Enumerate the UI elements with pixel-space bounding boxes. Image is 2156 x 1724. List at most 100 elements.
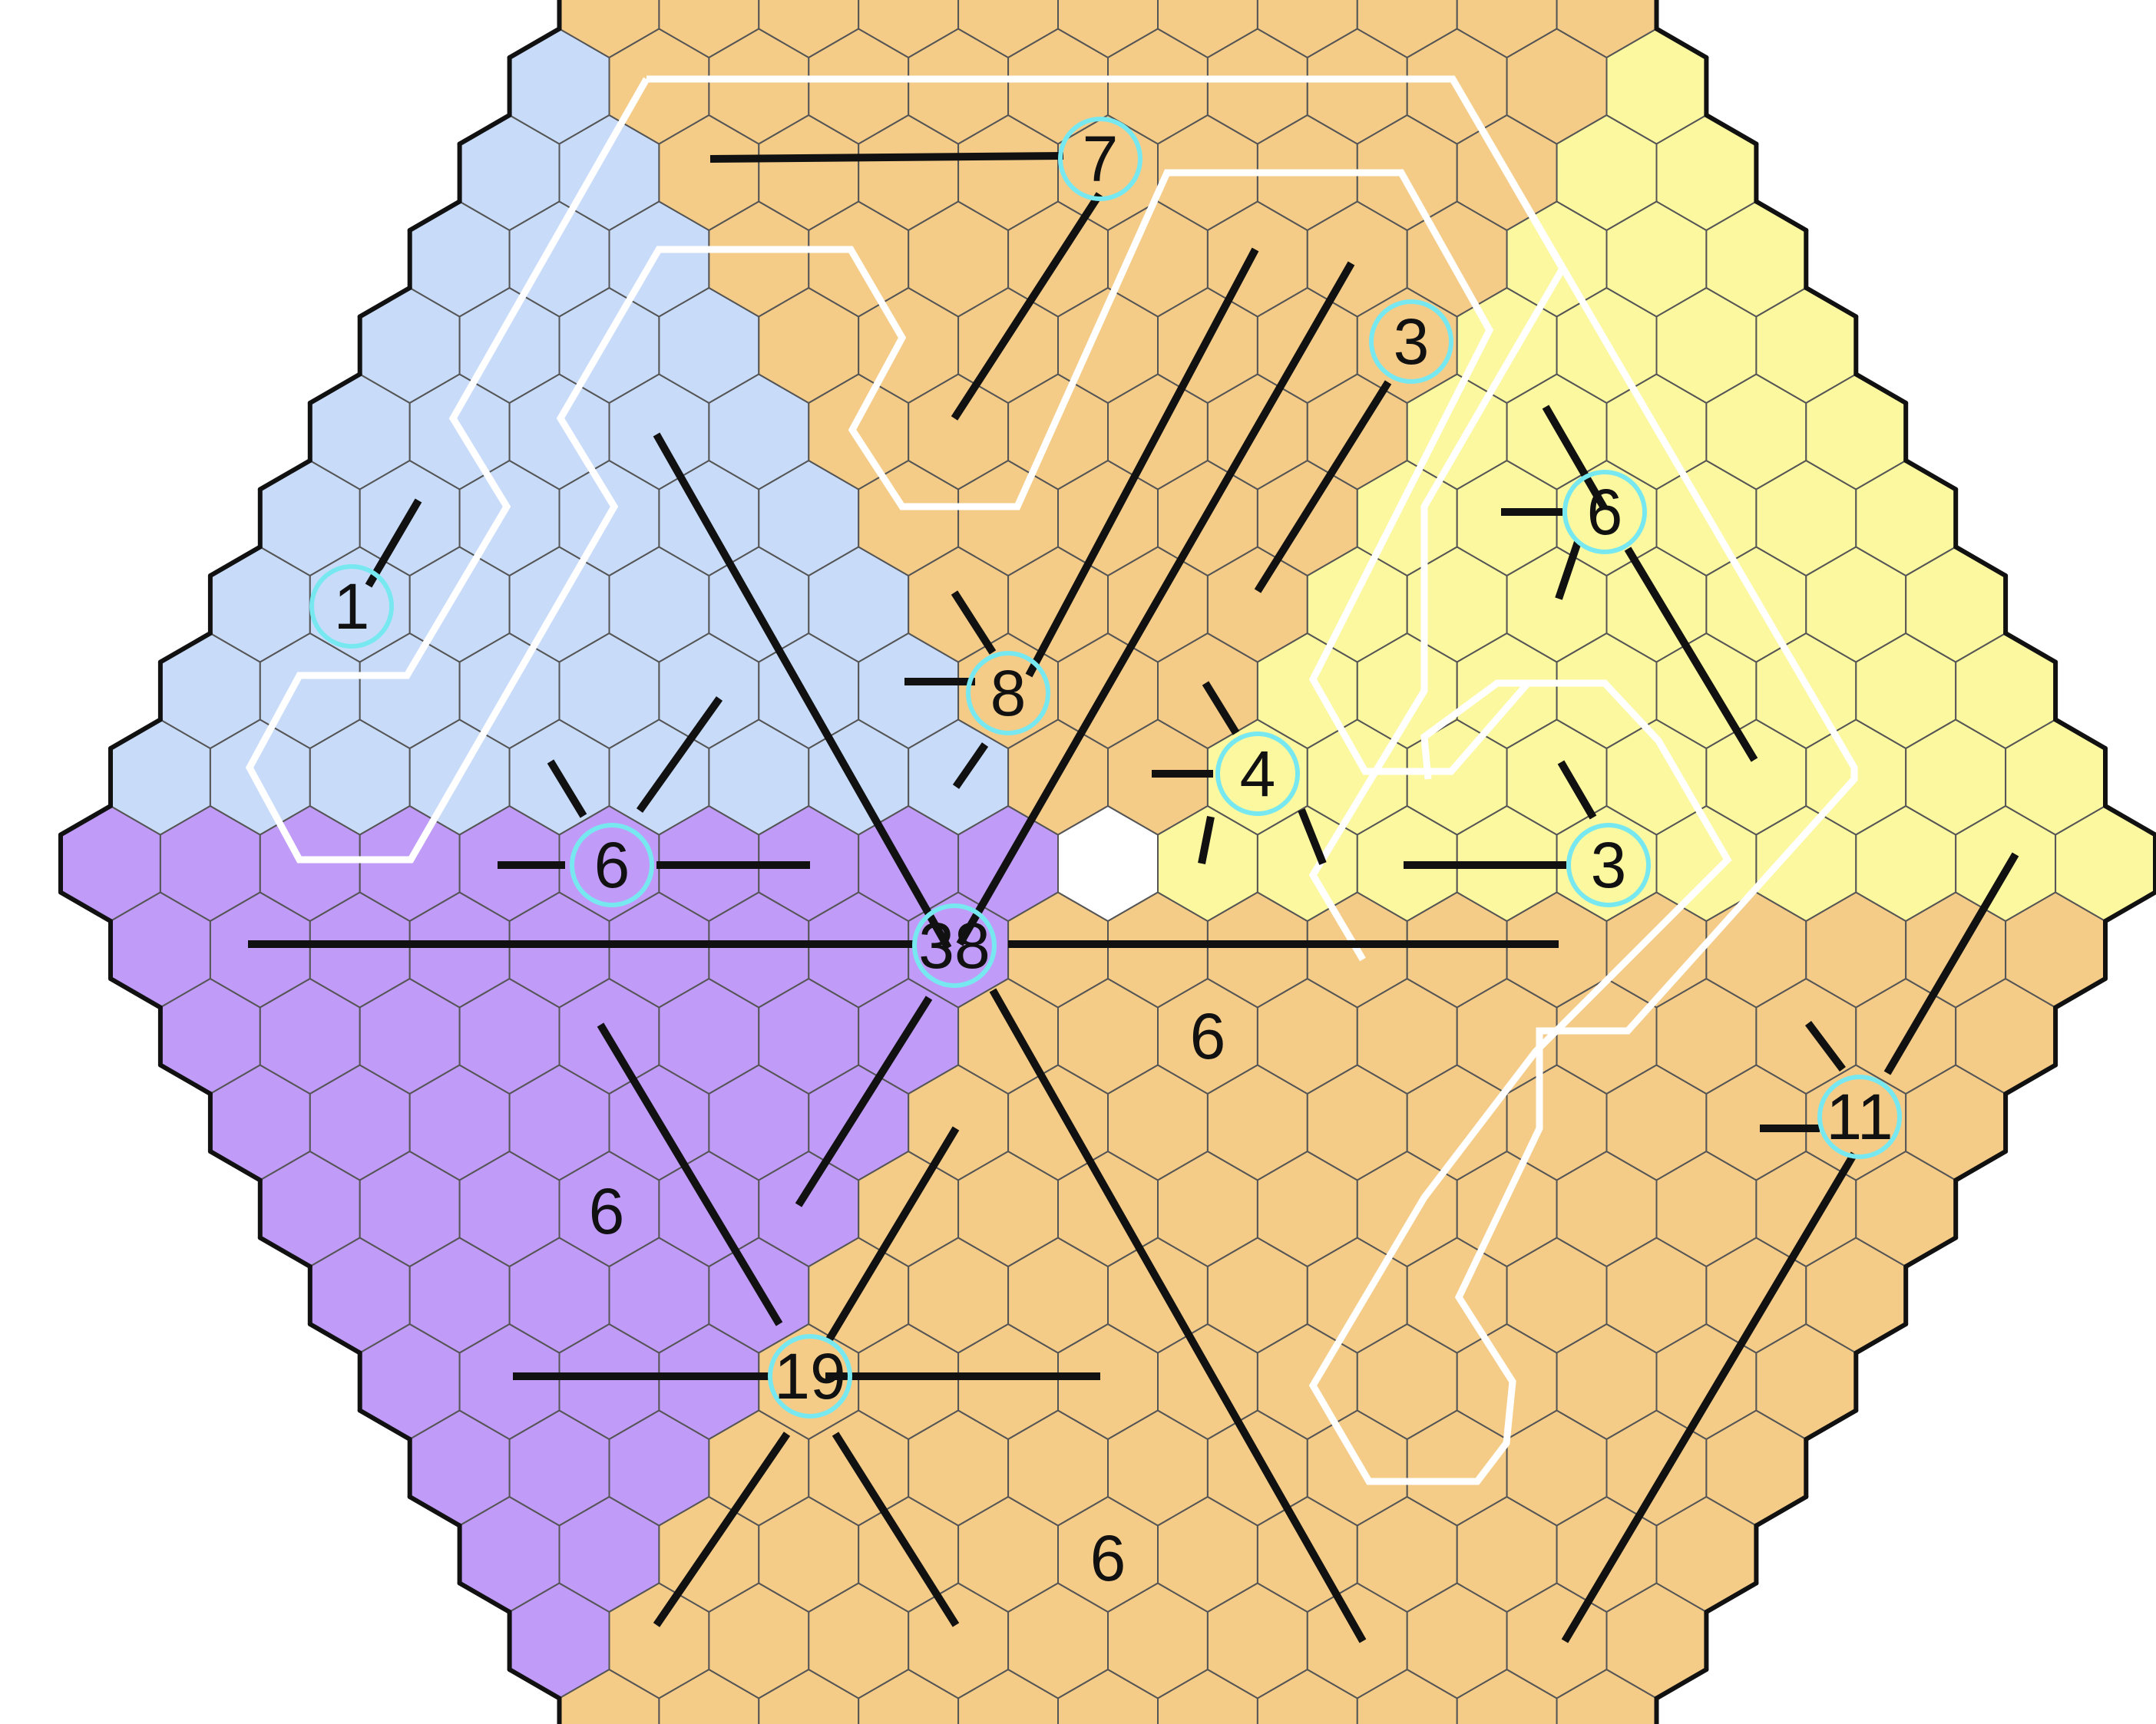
clue-number: 1: [334, 570, 370, 642]
clue-segment: [825, 1126, 960, 1342]
clue-19: 19: [768, 1334, 852, 1419]
clue-number: 7: [1083, 123, 1119, 195]
board-edge: [1953, 544, 2009, 578]
board-edge: [157, 631, 213, 665]
region-count-orange: 6: [1190, 1000, 1226, 1072]
clue-number: 3: [1591, 829, 1627, 901]
clue-ring: [1058, 117, 1142, 201]
clue-number: 6: [589, 1175, 625, 1247]
board-edge: [407, 199, 462, 233]
board-edge: [1654, 26, 1709, 60]
board-edge: [257, 1235, 312, 1269]
board-edge: [307, 1322, 362, 1356]
board-edge: [507, 1667, 562, 1701]
clue-7: 7: [1058, 117, 1142, 201]
clue-ring: [1562, 470, 1647, 554]
clue-segment: [795, 996, 933, 1207]
board-edge: [2103, 890, 2156, 923]
clue-segment: [1624, 547, 1758, 762]
hex-cells: [60, 0, 2156, 1724]
clue-segments: [248, 152, 2019, 1643]
clue-3-yellow: 3: [1566, 823, 1651, 907]
board-edge: [457, 1580, 512, 1614]
board-edge: [207, 1149, 263, 1183]
clue-segment: [951, 192, 1103, 421]
clue-number: 6: [1090, 1522, 1126, 1594]
clue-segment: [1555, 540, 1582, 600]
clue-segment: [1254, 380, 1392, 593]
clue-ring: [1566, 823, 1651, 907]
clue-segment: [1542, 405, 1609, 511]
board-edge: [1754, 1494, 1809, 1528]
clue-segment: [1298, 808, 1327, 865]
region-count-red: 6: [1090, 1522, 1126, 1594]
clue-segment: [709, 152, 1064, 163]
board-edge: [257, 458, 312, 492]
clue-number: 6: [594, 829, 630, 901]
clue-segment: [951, 590, 997, 655]
clue-segment: [989, 988, 1367, 1643]
clue-segment: [956, 261, 1355, 946]
clue-ring: [570, 823, 654, 907]
clue-segment: [547, 759, 587, 818]
clue-segment: [636, 696, 723, 813]
clue-ring: [1817, 1075, 1902, 1159]
board-edge: [1903, 458, 1959, 492]
board-edge: [507, 26, 562, 60]
board-edge: [357, 1408, 412, 1442]
board-edge: [58, 890, 113, 923]
clue-38: 38: [912, 903, 997, 988]
loop-paths: [245, 75, 1858, 1485]
clue-number: 38: [918, 910, 990, 982]
clue-1: 1: [309, 564, 394, 649]
board-edge: [407, 1494, 462, 1528]
clue-segment: [1025, 247, 1259, 678]
clue-6-blue: 6: [570, 823, 654, 907]
clue-segment: [1561, 1151, 1858, 1643]
board-edge: [58, 804, 113, 837]
clue-ring: [768, 1334, 852, 1419]
board-edge: [1903, 1235, 1959, 1269]
board-edge: [1654, 1667, 1709, 1701]
board-edge: [2003, 1062, 2058, 1096]
clue-number: 8: [990, 657, 1027, 729]
board-edge: [1804, 286, 1859, 319]
clue-6-yellow: 6: [1562, 470, 1647, 554]
clue-segment: [1198, 816, 1215, 864]
clue-4: 4: [1215, 732, 1300, 816]
board-edge: [108, 717, 163, 751]
clue-ring: [1369, 299, 1453, 384]
board-outline: [58, 0, 2156, 1724]
clue-number: 6: [1190, 1000, 1226, 1072]
clue-ring: [966, 651, 1050, 735]
clue-number: 19: [774, 1340, 845, 1412]
loop-path-3: [245, 77, 1605, 864]
clue-labels: 7 1 3 6 8 4 6 3 38 11 19 6 6 6: [309, 117, 1902, 1594]
board-edge: [2053, 717, 2108, 751]
loop-path-2: [1308, 77, 1858, 1485]
board-edge: [457, 113, 512, 147]
clue-number: 4: [1240, 738, 1276, 810]
clue-number: 6: [1587, 476, 1623, 548]
board-edge: [1704, 1580, 1759, 1614]
clue-segment: [653, 1432, 791, 1627]
clue-ring: [309, 564, 394, 649]
board-edge: [2103, 804, 2156, 837]
clue-3-green: 3: [1369, 299, 1453, 384]
region-count-purple: 6: [589, 1175, 625, 1247]
clue-segment: [1557, 760, 1597, 820]
clue-ring: [1215, 732, 1300, 816]
clue-number: 11: [1826, 1081, 1893, 1153]
clue-segment: [832, 1432, 960, 1627]
clue-segment: [1883, 852, 2019, 1075]
board-edge: [1953, 1149, 2009, 1183]
board-edge: [1853, 372, 1909, 405]
board-edge: [2053, 976, 2108, 1010]
board-edge: [2003, 631, 2058, 665]
clue-segment: [1805, 1021, 1846, 1072]
clue-segment: [1202, 681, 1240, 735]
clue-segment: [365, 498, 422, 588]
clue-segment: [952, 742, 989, 789]
board-edge: [1704, 113, 1759, 147]
